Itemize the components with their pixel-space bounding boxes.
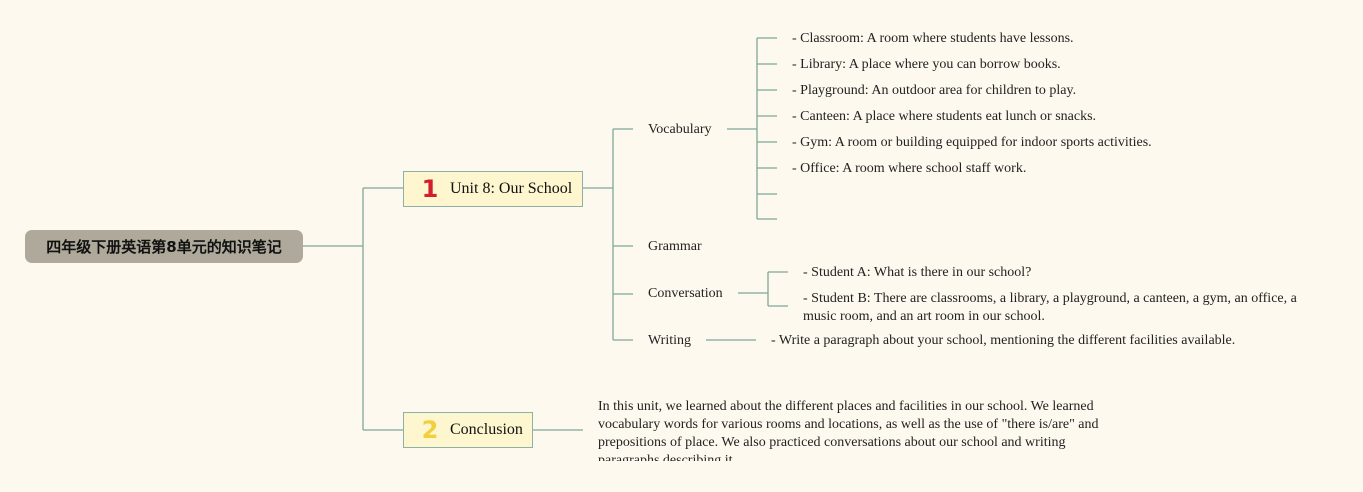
branch-conversation[interactable]: Conversation (648, 286, 723, 301)
root-title: 四年级下册英语第8单元的知识笔记 (46, 238, 282, 256)
number-two-badge-icon: 2 (421, 416, 439, 444)
number-one-badge-icon: 1 (421, 175, 439, 203)
branch-grammar[interactable]: Grammar (648, 239, 702, 254)
connector-unit (583, 128, 633, 341)
conversation-item[interactable]: - Student B: There are classrooms, a lib… (803, 291, 1297, 324)
connector-root (303, 187, 403, 431)
unit-title: Unit 8: Our School (450, 180, 573, 197)
topic-unit[interactable]: 1 Unit 8: Our School (403, 171, 583, 207)
writing-item[interactable]: - Write a paragraph about your school, m… (771, 333, 1236, 348)
vocabulary-item[interactable]: - Playground: An outdoor area for childr… (792, 83, 1077, 98)
vocabulary-item[interactable]: - Library: A place where you can borrow … (792, 57, 1061, 72)
conversation-item[interactable]: - Student A: What is there in our school… (803, 265, 1032, 280)
connector-vocabulary (727, 37, 777, 220)
vocabulary-item[interactable]: - Canteen: A place where students eat lu… (792, 109, 1097, 124)
conclusion-summary[interactable]: In this unit, we learned about the diffe… (598, 399, 1099, 461)
vocabulary-item[interactable]: - Classroom: A room where students have … (792, 31, 1074, 46)
root-topic[interactable]: 四年级下册英语第8单元的知识笔记 (25, 230, 303, 263)
connector-conversation (738, 271, 788, 307)
topic-conclusion[interactable]: 2 Conclusion (403, 412, 533, 448)
vocabulary-item[interactable]: - Gym: A room or building equipped for i… (792, 135, 1152, 150)
conclusion-title: Conclusion (450, 421, 523, 438)
branch-vocabulary[interactable]: Vocabulary (648, 122, 712, 137)
branch-writing[interactable]: Writing (648, 333, 691, 348)
vocabulary-item[interactable]: - Office: A room where school staff work… (792, 161, 1027, 176)
